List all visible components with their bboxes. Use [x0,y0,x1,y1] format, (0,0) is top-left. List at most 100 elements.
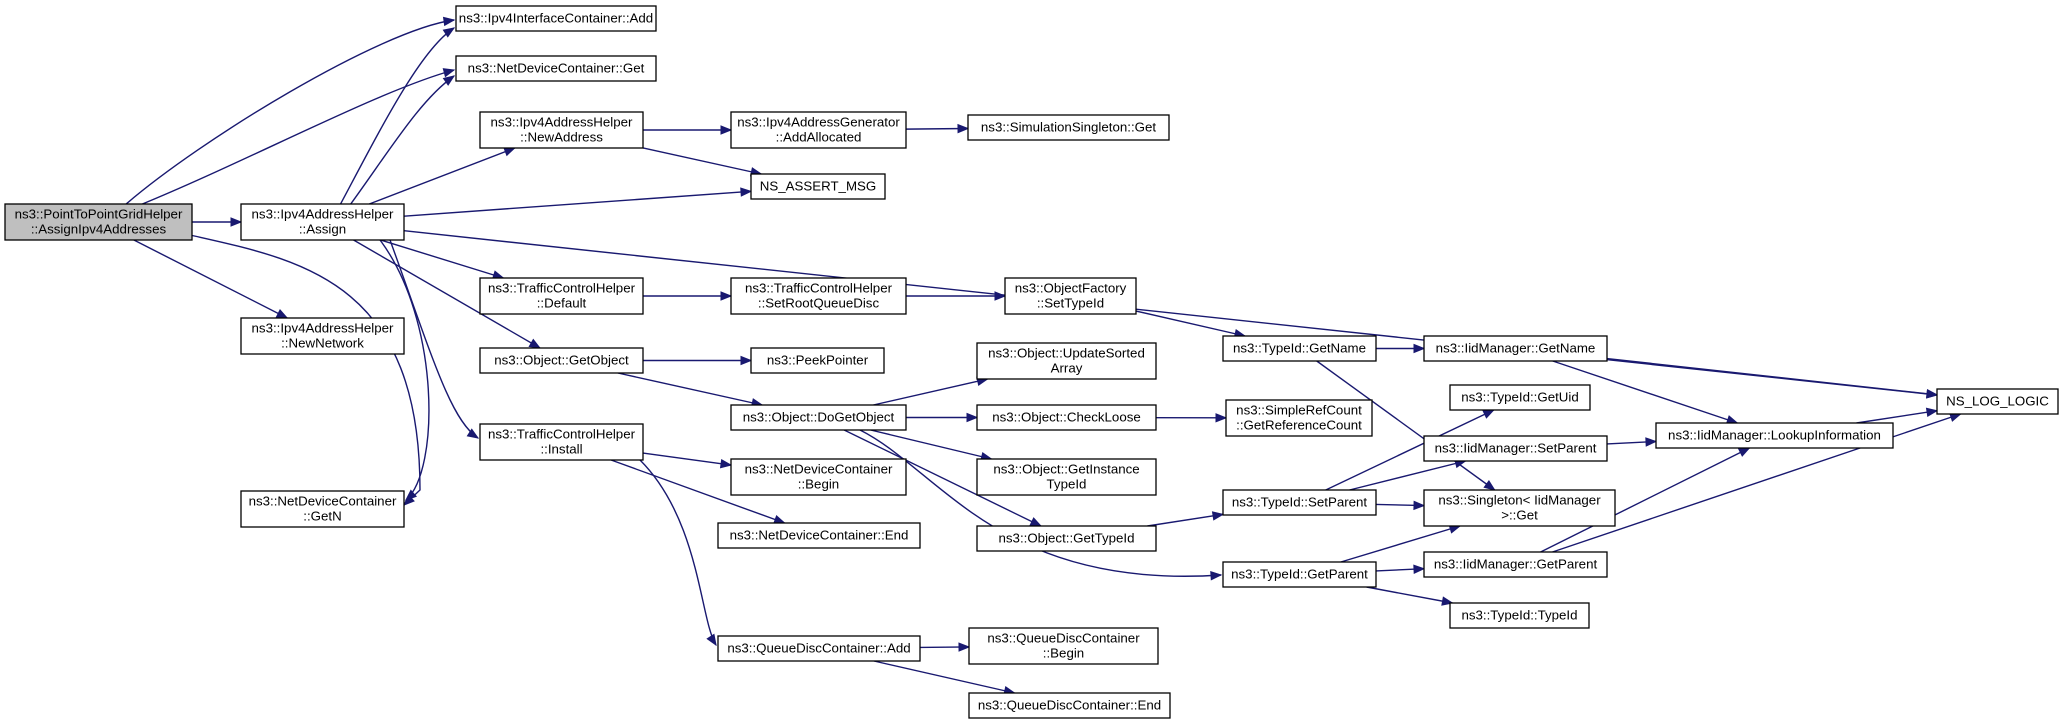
node-box [1222,489,1377,516]
node-iidgetname[interactable]: ns3::IidManager::GetName [1423,335,1608,362]
node-label: TypeId [1047,477,1087,492]
edge-line [379,239,430,501]
node-label: ns3::TypeId::GetUid [1461,390,1579,405]
node-label: ns3::NetDeviceContainer::Get [468,61,645,76]
node-label: ns3::Object::DoGetObject [743,410,895,425]
node-box [240,317,405,355]
node-dogetobject[interactable]: ns3::Object::DoGetObject [730,404,907,431]
arrow-head-icon [740,355,753,366]
edge-iidlookup-to-nslog [1856,407,1939,424]
node-nslog[interactable]: NS_LOG_LOGIC [1936,388,2059,415]
node-tidgetuid[interactable]: ns3::TypeId::GetUid [1449,384,1591,411]
node-box [967,114,1170,141]
edge-tidsetparent-to-iidsetparent [1349,458,1467,491]
node-ifadd[interactable]: ns3::Ipv4InterfaceContainer::Add [455,5,657,32]
arrow-head-icon [1413,564,1426,574]
node-label: ns3::Ipv4AddressHelper [252,321,394,336]
node-label: ::SetRootQueueDisc [758,296,880,311]
node-ndbegin[interactable]: ns3::NetDeviceContainer::Begin [730,458,907,496]
edge-tchinstall-to-ndbegin [642,452,733,469]
node-tidtypeid[interactable]: ns3::TypeId::TypeId [1449,602,1590,629]
node-label: ns3::Object::GetTypeId [999,531,1135,546]
edge-iidsetparent-to-iidlookup [1606,437,1658,447]
edge-root-to-ndget [139,68,456,206]
arrow-head-icon [466,428,480,439]
edge-line [843,429,1042,527]
node-box [1222,561,1377,588]
edge-line [353,239,541,349]
node-iidlookup[interactable]: ns3::IidManager::LookupInformation [1655,422,1894,449]
node-newnet[interactable]: ns3::Ipv4AddressHelper::NewNetwork [240,317,405,355]
node-box [1423,335,1608,362]
node-qdcend[interactable]: ns3::QueueDiscContainer::End [968,692,1171,719]
arrow-head-icon [528,338,542,349]
edge-line [639,459,717,646]
node-tidsetparent[interactable]: ns3::TypeId::SetParent [1222,489,1377,516]
node-iidsetparent[interactable]: ns3::IidManager::SetParent [1423,435,1608,462]
arrow-head-icon [230,217,243,227]
node-qdcadd[interactable]: ns3::QueueDiscContainer::Add [717,635,921,662]
edge-root-to-newnet [133,239,289,319]
node-label: ns3::SimulationSingleton::Get [981,120,1156,135]
arrow-head-icon [275,309,289,319]
edge-getobject-to-dogetobject [617,372,764,408]
node-objfactory[interactable]: ns3::ObjectFactory::SetTypeId [1004,277,1137,315]
node-label: ns3::PeekPointer [767,353,869,368]
edge-tidgetname-to-iidgetname [1376,343,1426,354]
edge-assign-to-assertmsg [403,187,753,217]
node-peek[interactable]: ns3::PeekPointer [750,347,885,374]
edge-line [642,452,732,466]
node-label: ns3::QueueDiscContainer::End [978,698,1161,713]
node-label: ns3::TypeId::GetParent [1231,567,1368,582]
node-label: ns3::PointToPointGridHelper [15,207,183,222]
arrow-head-icon [1925,407,1939,417]
edge-dogetobject-to-updsorted [873,376,989,406]
node-box [717,522,921,549]
node-label: ::NewNetwork [281,336,364,351]
edge-getobject-to-peek [643,355,753,366]
node-box [976,525,1157,552]
node-box [1936,388,2059,415]
node-qdcbegin[interactable]: ns3::QueueDiscContainer::Begin [968,627,1159,665]
node-ndend[interactable]: ns3::NetDeviceContainer::End [717,522,921,549]
node-root[interactable]: ns3::PointToPointGridHelper::AssignIpv4A… [4,203,193,241]
node-iidgetparent[interactable]: ns3::IidManager::GetParent [1423,551,1608,578]
edge-addralloc-to-simget [905,123,970,134]
node-setroot[interactable]: ns3::TrafficControlHelper::SetRootQueueD… [730,277,907,315]
edge-root-to-ifadd [124,16,456,206]
edge-iidgetname-to-nslog [1606,357,1939,399]
node-label: ::GetReferenceCount [1236,418,1362,433]
node-assertmsg[interactable]: NS_ASSERT_MSG [750,173,886,200]
node-newaddr[interactable]: ns3::Ipv4AddressHelper::NewAddress [479,111,644,149]
node-label: ns3::Object::GetInstance [993,462,1139,477]
edge-assign-to-ifadd [339,27,456,206]
node-ndget[interactable]: ns3::NetDeviceContainer::Get [455,55,657,82]
node-box [750,347,885,374]
edge-line [1606,357,1938,396]
node-gettypeid[interactable]: ns3::Object::GetTypeId [976,525,1157,552]
node-label: ::Default [537,296,587,311]
node-singleton[interactable]: ns3::Singleton< IidManager>::Get [1423,489,1616,527]
node-checkloose[interactable]: ns3::Object::CheckLoose [976,404,1157,431]
node-box [1004,277,1137,315]
edge-line [1340,525,1461,563]
node-addralloc[interactable]: ns3::Ipv4AddressGenerator::AddAllocated [730,111,907,149]
edge-setroot-to-objfactory [906,291,1007,301]
node-tchinstall[interactable]: ns3::TrafficControlHelper::Install [479,423,644,461]
node-simpleref[interactable]: ns3::SimpleRefCount::GetReferenceCount [1225,399,1373,437]
node-box [479,277,644,315]
node-simget[interactable]: ns3::SimulationSingleton::Get [967,114,1170,141]
node-getobject[interactable]: ns3::Object::GetObject [479,347,644,374]
node-tidgetparent[interactable]: ns3::TypeId::GetParent [1222,561,1377,588]
arrow-head-icon [442,68,456,78]
node-label: ::AssignIpv4Addresses [31,222,167,237]
node-tchdefault[interactable]: ns3::TrafficControlHelper::Default [479,277,644,315]
node-label: NS_ASSERT_MSG [760,179,877,194]
arrow-head-icon [957,123,970,134]
node-getn[interactable]: ns3::NetDeviceContainer::GetN [240,490,405,528]
node-label: ::Install [540,442,582,457]
node-tidgetname[interactable]: ns3::TypeId::GetName [1222,335,1377,362]
node-assign[interactable]: ns3::Ipv4AddressHelper::Assign [240,203,405,241]
